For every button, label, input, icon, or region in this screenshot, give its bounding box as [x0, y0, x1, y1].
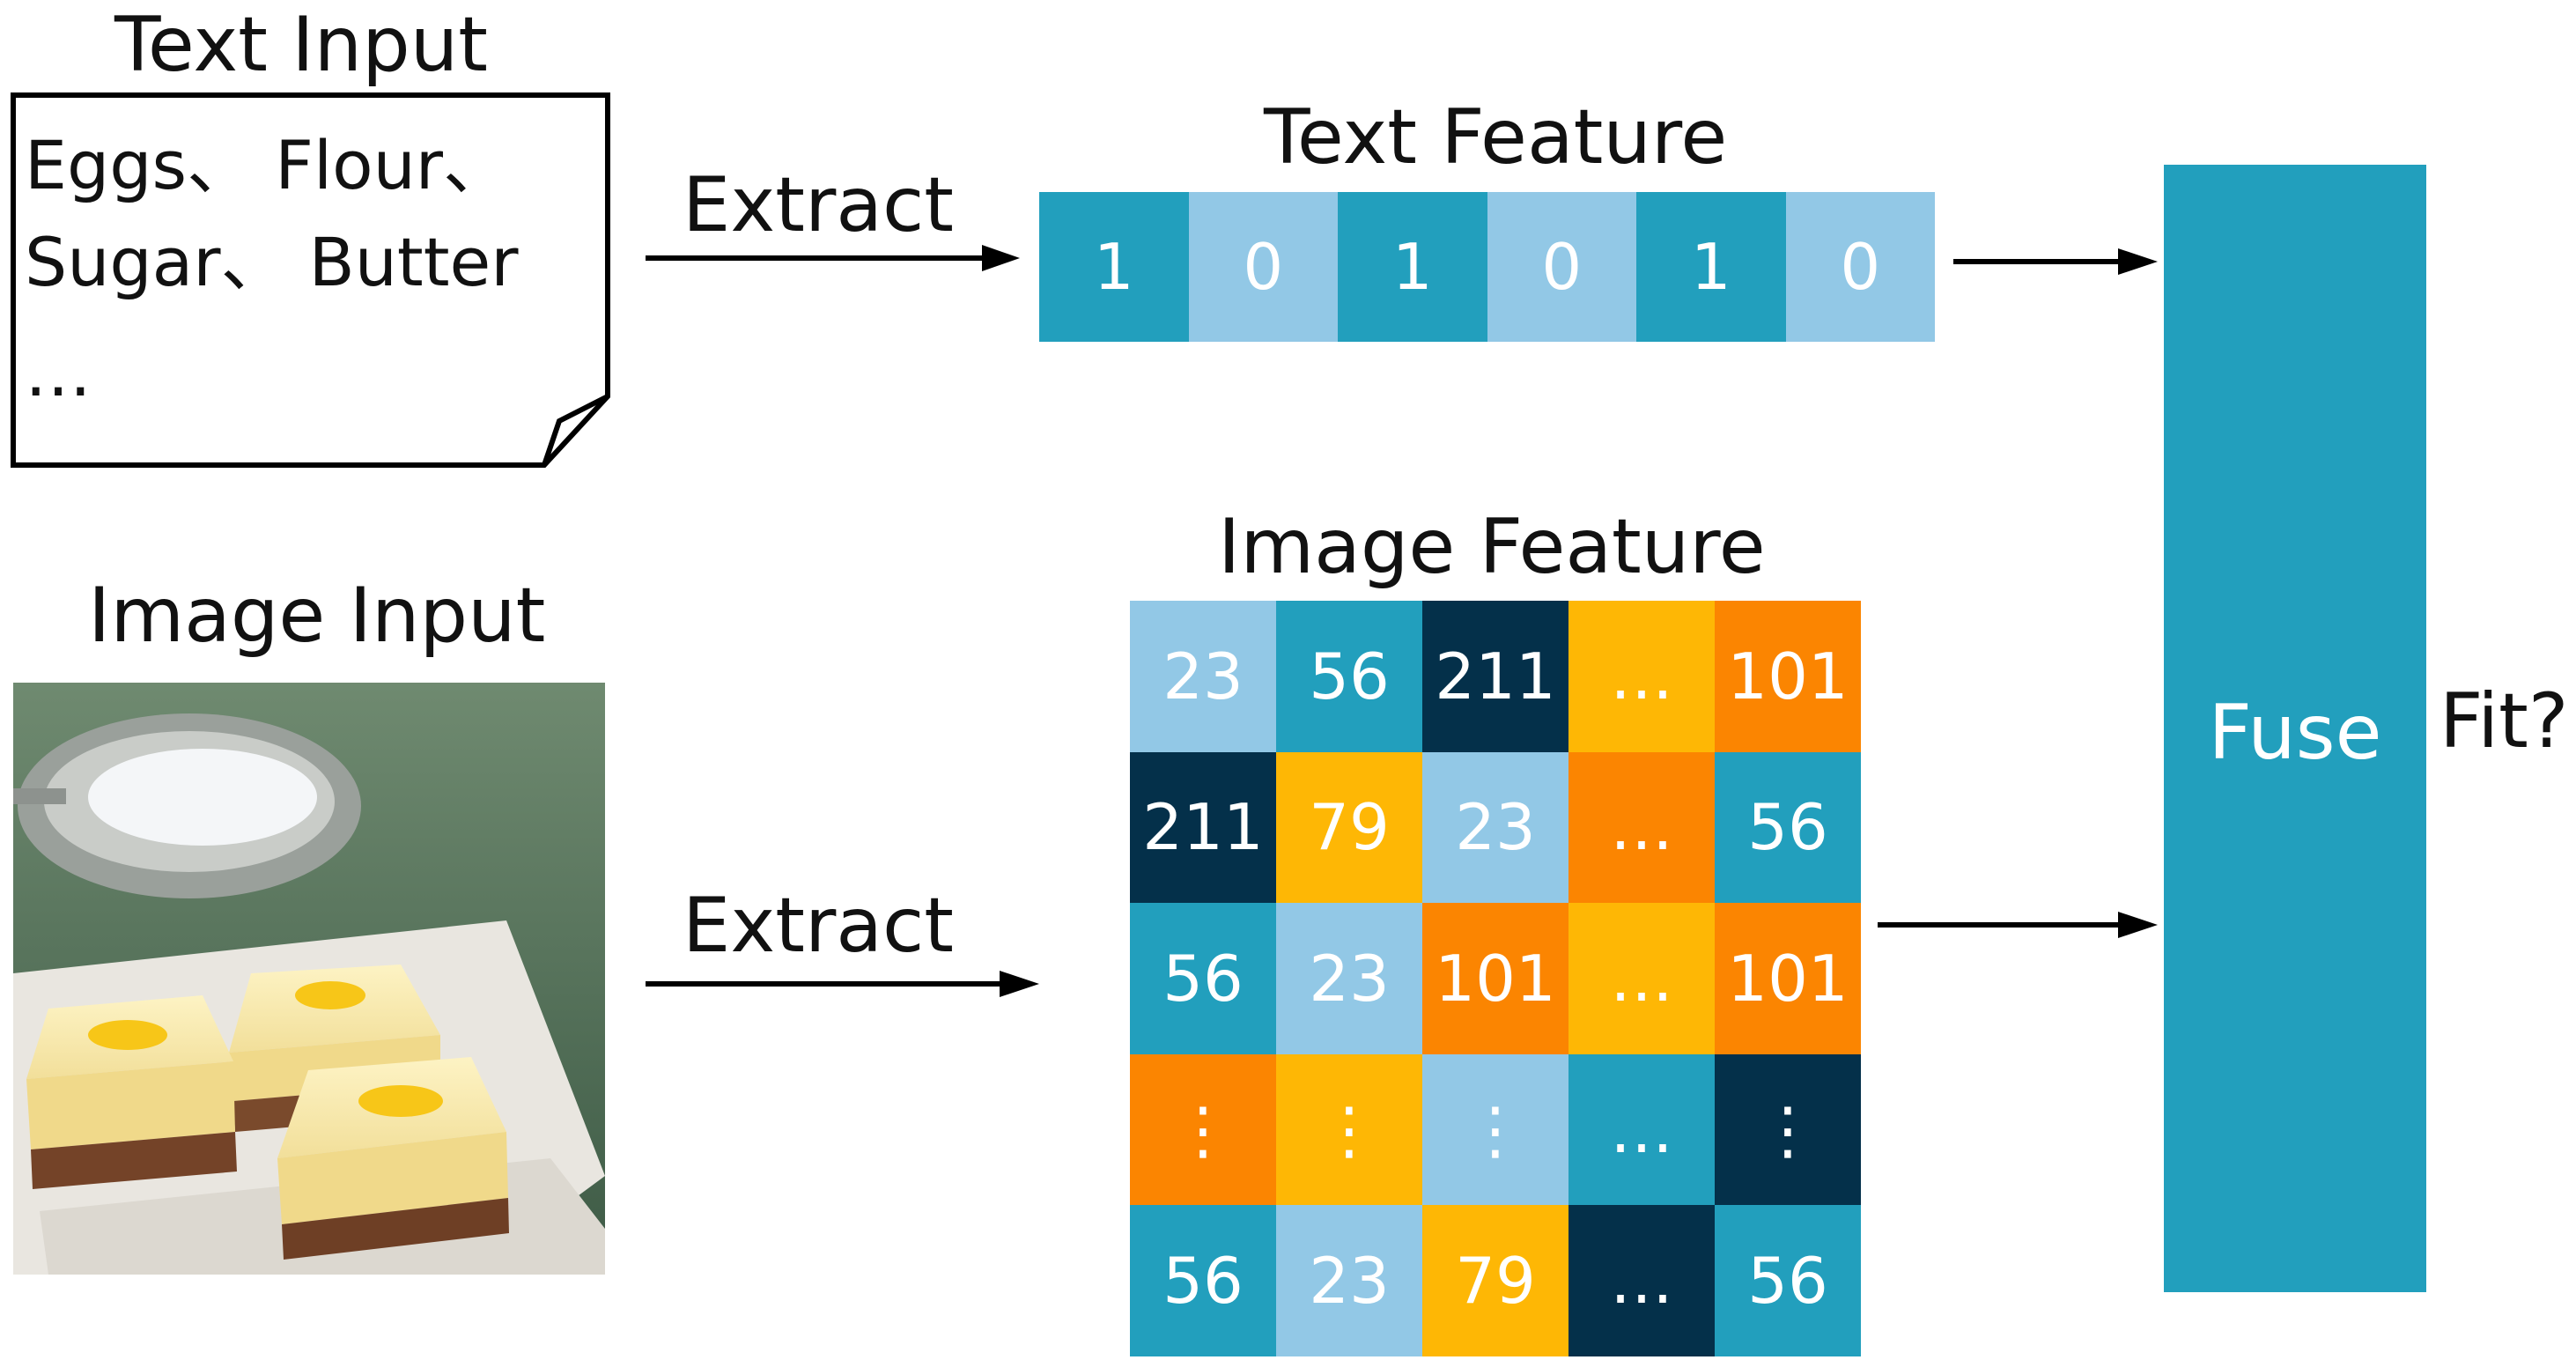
image-feature-cell: 23	[1276, 903, 1422, 1054]
arrow-image-extract	[646, 971, 1039, 997]
document-fold	[542, 394, 609, 466]
image-feature-cell: 101	[1715, 903, 1861, 1054]
image-feature-cell: 56	[1715, 1205, 1861, 1356]
fit-label: Fit?	[2439, 677, 2569, 765]
image-feature-cell: 23	[1422, 751, 1568, 904]
text-feature-cell: 1	[1039, 192, 1189, 342]
image-feature-cell: 79	[1276, 751, 1422, 904]
image-feature-cell: 211	[1422, 601, 1568, 752]
text-feature-cell: 1	[1338, 192, 1487, 342]
image-feature-cell: …	[1568, 903, 1715, 1054]
lemon-bars-photo	[13, 683, 605, 1275]
image-feature-cell: …	[1568, 1205, 1715, 1356]
image-feature-cell: …	[1568, 1053, 1715, 1206]
image-feature-title: Image Feature	[1218, 503, 1766, 591]
text-feature-cell: 1	[1636, 192, 1786, 342]
extract-label-top: Extract	[683, 161, 955, 249]
image-feature-cell: ⋮	[1130, 1053, 1276, 1206]
text-feature-cell: 0	[1785, 192, 1935, 342]
arrow-text-to-fuse	[1953, 248, 2158, 275]
text-input-title: Text Input	[114, 1, 488, 89]
text-feature-cell: 0	[1188, 192, 1338, 342]
image-feature-cell: ⋮	[1715, 1053, 1861, 1206]
arrow-image-to-fuse	[1878, 912, 2158, 938]
text-input-line-1: Eggs、 Flour、	[25, 126, 510, 204]
image-feature-cell: 56	[1130, 903, 1276, 1054]
fuse-label: Fuse	[2208, 689, 2382, 777]
image-feature-cell: …	[1568, 751, 1715, 904]
image-feature-cell: 23	[1276, 1205, 1422, 1356]
image-feature-cell: 56	[1130, 1205, 1276, 1356]
image-feature-cell: 56	[1715, 751, 1861, 904]
image-feature-cell: ⋮	[1276, 1053, 1422, 1206]
document-outline	[11, 92, 610, 468]
image-feature-cell: 79	[1422, 1205, 1568, 1356]
text-feature-cell: 0	[1487, 192, 1636, 342]
text-input-line-3: …	[25, 333, 92, 411]
image-feature-cell: 211	[1130, 751, 1276, 904]
image-feature-cell: 101	[1715, 601, 1861, 752]
image-input-title: Image Input	[88, 572, 546, 660]
fuse-block: Fuse	[2164, 165, 2426, 1292]
text-input-line-2: Sugar、 Butter	[25, 223, 519, 301]
text-feature-title: Text Feature	[1264, 93, 1728, 181]
image-feature-cell: 101	[1422, 903, 1568, 1054]
image-feature-cell: ⋮	[1422, 1053, 1568, 1206]
text-input-document	[11, 92, 610, 468]
extract-label-bottom: Extract	[683, 882, 955, 970]
image-feature-cell: 23	[1130, 601, 1276, 752]
image-feature-cell: 56	[1276, 601, 1422, 752]
image-feature-cell: …	[1568, 601, 1715, 752]
